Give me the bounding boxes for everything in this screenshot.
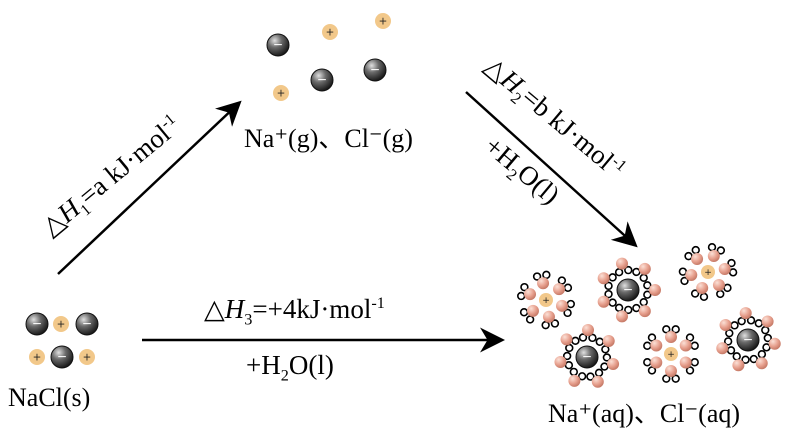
water-molecule [679,356,699,375]
water-molecule [712,279,732,299]
plus-sign: + [277,87,286,99]
water-molecule [762,333,781,352]
water-molecule [737,307,756,326]
sodium-ion: + [539,293,553,307]
chloride-ion: − [363,58,387,82]
chloride-ion: − [50,345,74,369]
minus-sign: − [57,350,67,364]
sodium-ion: + [322,24,338,40]
water-molecule [553,276,573,296]
chloride-ion: − [25,312,49,336]
minus-sign: − [623,283,633,297]
plus-sign: + [704,268,712,278]
sodium-ion: + [375,13,391,29]
water-molecule [600,353,620,371]
minus-sign: − [317,73,327,87]
water-molecule [707,243,726,263]
plus-sign: + [83,351,92,363]
plus-sign: + [667,350,675,360]
water-molecule [614,303,633,323]
water-molecule [597,289,617,308]
sodium-ion: + [273,85,289,101]
sodium-ion: + [664,347,678,361]
chloride-ion: − [75,312,99,336]
sodium-ion: + [79,349,95,365]
minus-sign: − [370,63,380,77]
water-molecule [643,333,663,352]
minus-sign: − [273,38,283,52]
water-molecule [555,299,575,318]
water-molecule [532,270,551,290]
water-molecule [716,337,736,355]
water-molecule [718,258,738,277]
chloride-ion: − [616,278,640,302]
water-molecule [684,245,704,265]
gas-phase-label: Na⁺(g)、Cl⁻(g) [244,124,413,153]
minus-sign: − [82,317,92,331]
water-molecule [568,367,587,387]
water-molecule [678,267,698,286]
plus-sign: + [379,15,388,27]
water-molecule [597,272,617,291]
arrow-h2 [465,91,638,248]
h3-reagent-label: +H2O(l) [246,350,334,385]
water-molecule [643,356,663,375]
water-molecule [632,297,651,318]
minus-sign: − [743,333,753,347]
sodium-ion: + [53,316,69,332]
water-molecule [662,365,680,383]
water-molecule [690,281,709,301]
water-molecule [554,351,574,370]
ion-group: − + + − − + − + − + − + + − + − + − [25,13,781,388]
water-molecule [754,315,774,335]
plus-sign: + [33,351,42,363]
aqueous-label: Na⁺(aq)、Cl⁻(aq) [548,399,741,428]
plus-sign: + [542,296,550,306]
water-molecule [614,257,633,277]
water-molecule [719,319,739,338]
water-molecule [632,262,651,283]
water-molecule [595,334,615,354]
water-molecule [643,281,661,299]
water-molecule [749,350,768,370]
sodium-ion: + [701,265,715,279]
plus-sign: + [326,26,335,38]
delta-h3-label: △H3=+4kJ·mol-1 [204,294,385,329]
water-molecule [541,310,560,330]
chloride-ion: − [266,33,290,57]
water-molecule [519,304,539,324]
water-molecule [560,333,580,353]
chloride-ion: − [736,328,760,352]
chloride-ion: − [310,68,334,92]
minus-sign: − [32,317,42,331]
water-molecule [732,352,750,372]
plus-sign: + [57,318,66,330]
water-molecule [679,333,699,352]
solid-label: NaCl(s) [8,383,91,412]
arrow-h1 [57,100,242,275]
sodium-ion: + [29,349,45,365]
chloride-ion: − [575,345,599,369]
water-molecule [517,282,537,301]
water-molecule [662,325,680,343]
water-molecule [578,324,597,343]
water-molecule [586,368,604,388]
minus-sign: − [582,350,592,364]
